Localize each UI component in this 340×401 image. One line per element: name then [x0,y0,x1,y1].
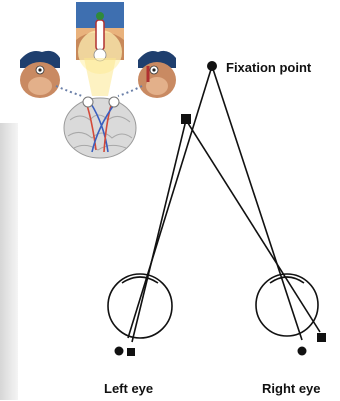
left-head-icon [20,51,60,98]
right-eye-square-image [317,333,326,342]
fixation-point-dot [207,61,217,71]
right-eye-icon [256,274,318,336]
left-eye-label: Left eye [104,381,153,396]
fixation-point-label: Fixation point [226,60,311,75]
object-ray-left [132,120,186,342]
right-head-icon [138,51,176,98]
object-ray-right [186,120,320,332]
left-eye-square-image [127,348,135,356]
ray-diagram [108,66,320,342]
left-eye-dot-image [115,347,124,356]
brain-icon [64,97,136,158]
right-eye-dot-image [298,347,307,356]
light-cone [84,58,116,96]
brain-illustration [20,2,176,158]
object-square [181,114,191,124]
right-eye-label: Right eye [262,381,321,396]
